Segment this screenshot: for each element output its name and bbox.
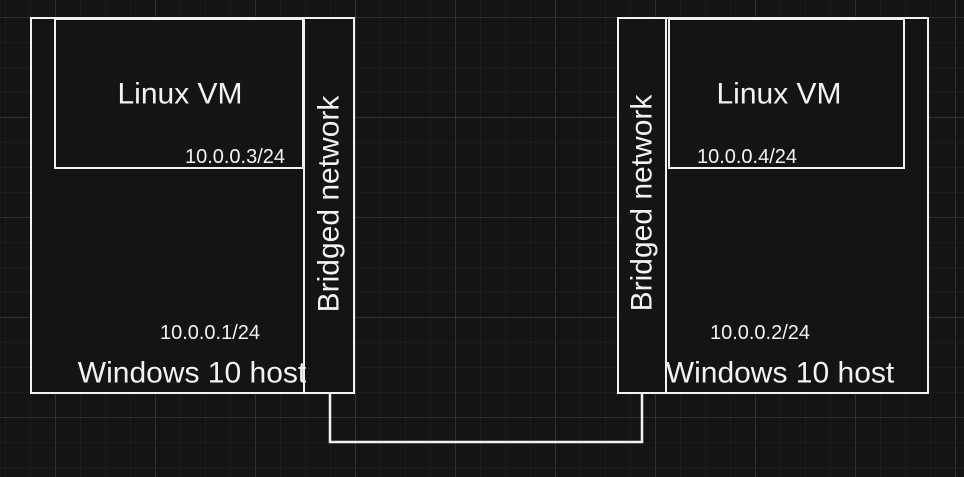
bridged-network-label-left: Bridged network	[312, 95, 346, 313]
host-ip-label-left: 10.0.0.1/24	[159, 322, 261, 344]
windows-host-label-right: Windows 10 host	[665, 356, 895, 390]
linux-vm-box-left[interactable]	[54, 18, 304, 169]
bridged-network-strip-right[interactable]	[617, 17, 667, 394]
bridged-network-strip-left[interactable]	[303, 17, 355, 394]
linux-vm-box-right[interactable]	[668, 18, 905, 169]
bridged-network-label-right: Bridged network	[625, 94, 659, 312]
linux-vm-label-left: Linux VM	[117, 77, 243, 111]
vm-ip-label-left: 10.0.0.3/24	[184, 146, 286, 168]
host-ip-label-right: 10.0.0.2/24	[709, 322, 811, 344]
linux-vm-label-right: Linux VM	[716, 77, 842, 111]
vm-ip-label-right: 10.0.0.4/24	[696, 146, 798, 168]
windows-host-label-left: Windows 10 host	[77, 356, 307, 390]
